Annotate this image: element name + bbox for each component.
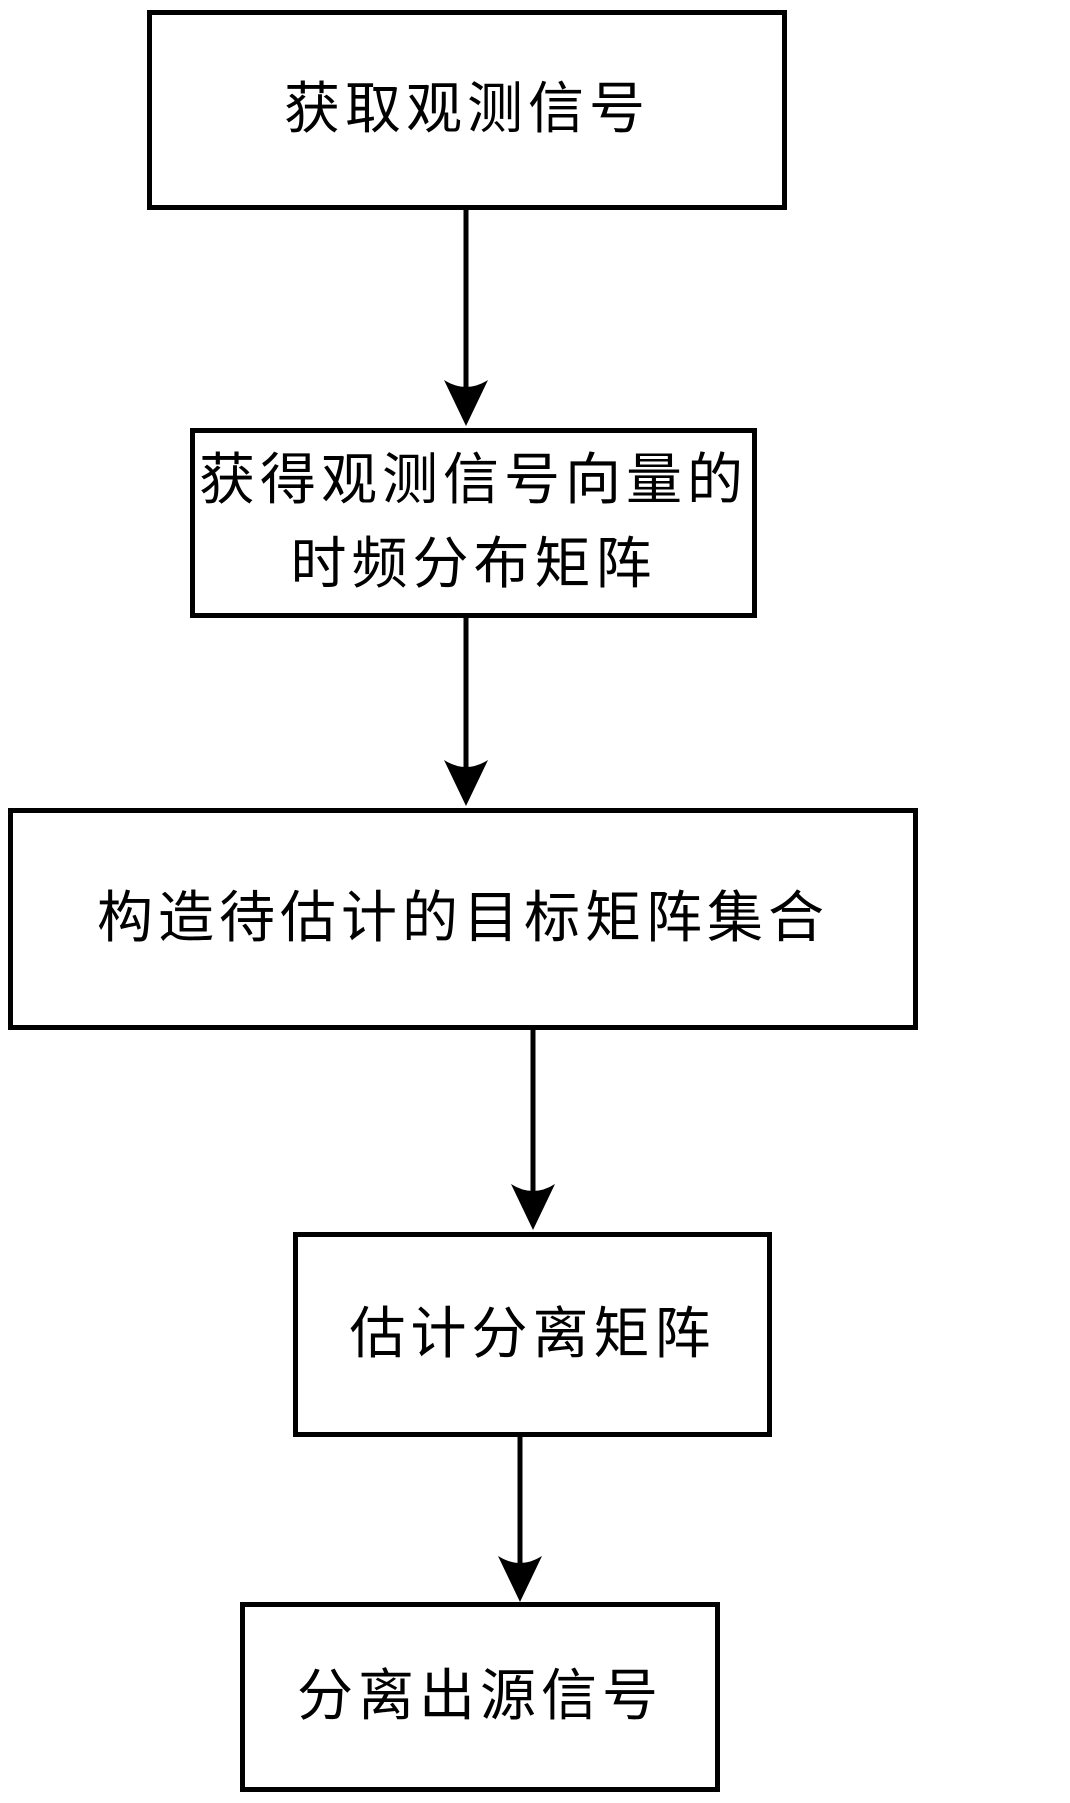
step-label-line2: 时频分布矩阵 [290,534,657,596]
arrow-head-icon [444,380,488,426]
step-obtain-tf-distribution-matrix: 获得观测信号向量的 时频分布矩阵 [190,428,757,618]
step-label: 估计分离矩阵 [349,1303,716,1366]
arrow-head-icon [498,1556,542,1602]
arrow-down-1 [444,210,488,426]
step-label: 获取观测信号 [284,79,650,141]
arrow-down-3 [511,1030,555,1230]
step-estimate-separation-matrix: 估计分离矩阵 [293,1232,772,1437]
step-acquire-observation-signal: 获取观测信号 [147,10,787,210]
arrow-head-icon [444,760,488,806]
arrow-down-2 [444,618,488,806]
arrow-head-icon [511,1184,555,1230]
step-construct-target-matrix-set: 构造待估计的目标矩阵集合 [8,808,918,1030]
step-separate-source-signals: 分离出源信号 [240,1602,720,1792]
step-label: 分离出源信号 [297,1666,663,1728]
arrow-down-4 [498,1437,542,1602]
step-label-line1: 获得观测信号向量的 [199,450,748,512]
step-label: 构造待估计的目标矩阵集合 [97,888,829,950]
